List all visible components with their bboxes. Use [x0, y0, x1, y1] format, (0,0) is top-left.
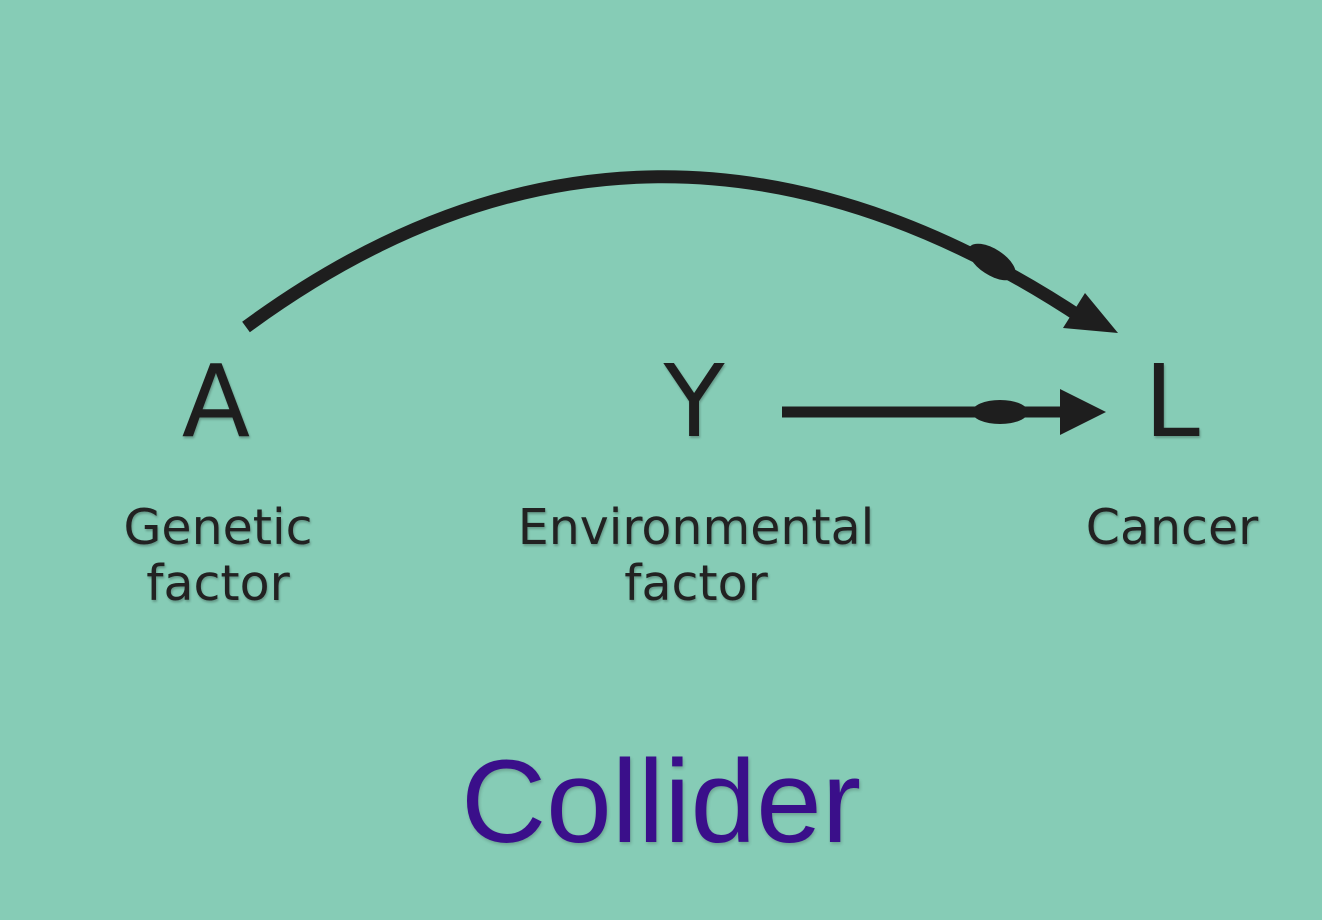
edge-y-to-l-arrowhead	[1060, 389, 1106, 435]
node-l-label: Cancer	[952, 500, 1322, 556]
node-l-letter: L	[1144, 343, 1200, 460]
diagram-title: Collider	[460, 736, 862, 868]
node-a-label: Genetic factor	[0, 500, 438, 612]
node-y-label-line-2: factor	[624, 555, 768, 612]
edge-a-to-l-line	[242, 170, 1089, 333]
edge-y-to-l-bead	[972, 400, 1028, 424]
edge-a-to-l-bead	[968, 243, 1016, 281]
edge-a-to-l	[242, 170, 1118, 333]
node-a-letter: A	[181, 343, 251, 460]
edge-y-to-l	[782, 389, 1106, 435]
edge-a-to-l-arrowhead	[1063, 293, 1118, 333]
node-l-label-line-1: Cancer	[1085, 499, 1259, 556]
node-y-label: Environmental factor	[476, 500, 916, 612]
node-a-label-line-1: Genetic	[123, 499, 313, 556]
node-a-label-line-2: factor	[146, 555, 290, 612]
node-y-letter: Y	[663, 343, 725, 460]
node-y-label-line-1: Environmental	[517, 499, 875, 556]
